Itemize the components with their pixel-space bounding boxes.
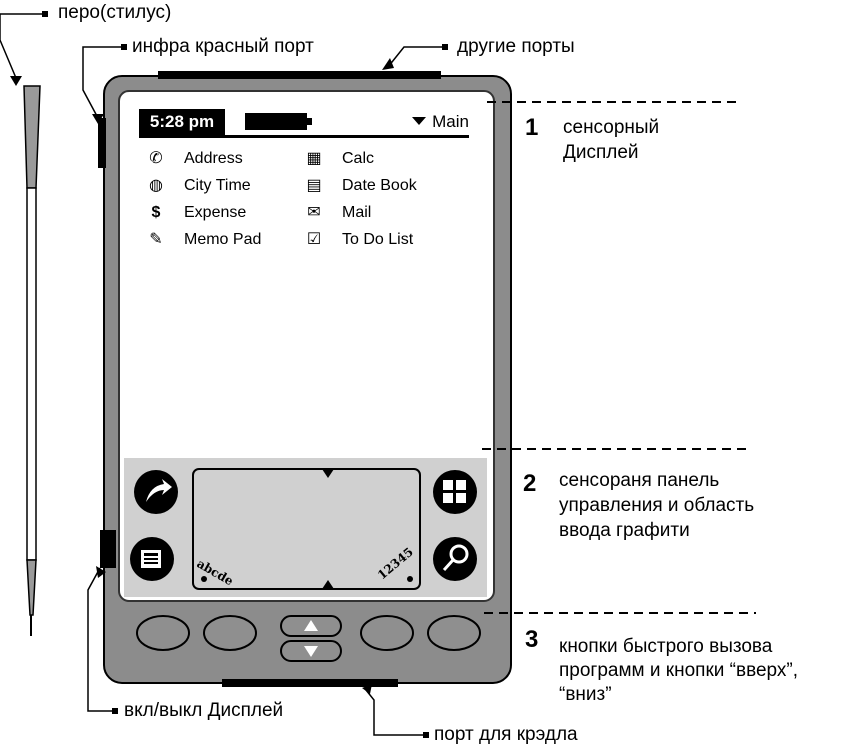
- section-1-line-2: Дисплей: [563, 142, 639, 163]
- datebook-icon: ▤: [306, 177, 322, 194]
- home-icon[interactable]: [134, 470, 178, 514]
- stylus: [23, 85, 41, 636]
- graffiti-area[interactable]: [192, 468, 421, 590]
- section-2-line-1: сенсораня панель: [559, 470, 720, 491]
- section-2-line-2: управления и область: [559, 495, 755, 516]
- scroll-up-button[interactable]: [280, 615, 342, 637]
- title-bar: 5:28 pm Main: [139, 109, 469, 138]
- find-icon[interactable]: [433, 537, 477, 581]
- app-button-3[interactable]: [360, 615, 414, 651]
- label-cradle-port: порт для крэдла: [434, 724, 578, 745]
- label-power: вкл/выкл Дисплей: [124, 700, 284, 721]
- app-memo-pad[interactable]: ✎Memo Pad: [146, 228, 261, 252]
- app-button-2[interactable]: [203, 615, 257, 651]
- label-stylus: перо(стилус): [58, 2, 172, 23]
- category-picker[interactable]: Main: [412, 109, 469, 135]
- phone-icon: ✆: [149, 150, 163, 167]
- app-expense[interactable]: $Expense: [146, 201, 247, 225]
- clock: 5:28 pm: [139, 109, 225, 135]
- scroll-down-button[interactable]: [280, 640, 342, 662]
- cradle-port: [222, 679, 398, 687]
- section-3-line-1: кнопки быстрого вызова: [559, 636, 773, 657]
- app-calc[interactable]: ▦Calc: [304, 147, 374, 171]
- battery-icon: [245, 113, 312, 130]
- mail-icon: ✉: [307, 204, 321, 221]
- power-button: [100, 530, 116, 568]
- section-1-number: 1: [525, 114, 539, 141]
- section-2-number: 2: [523, 470, 537, 497]
- ir-port: [98, 118, 106, 168]
- section-3-number: 3: [525, 626, 539, 653]
- calc-button-icon[interactable]: [433, 470, 477, 514]
- top-ports: [158, 71, 441, 79]
- checkbox-icon: ☑: [306, 231, 322, 248]
- dropdown-triangle-icon: [412, 117, 427, 125]
- app-button-1[interactable]: [136, 615, 190, 651]
- menu-icon[interactable]: [130, 537, 174, 581]
- app-button-4[interactable]: [427, 615, 481, 651]
- app-to-do-list[interactable]: ☑To Do List: [304, 228, 413, 252]
- section-3-line-2: программ и кнопки “вверх”,: [559, 660, 798, 681]
- memo-icon: ✎: [149, 231, 163, 248]
- globe-icon: ◍: [149, 177, 163, 194]
- label-other-ports: другие порты: [457, 36, 575, 57]
- section-1-line-1: сенсорный: [563, 117, 660, 138]
- app-city-time[interactable]: ◍City Time: [146, 174, 251, 198]
- section-3-line-3: “вниз”: [559, 684, 612, 705]
- dollar-icon: $: [151, 204, 161, 221]
- label-ir-port: инфра красный порт: [132, 36, 314, 57]
- app-date-book[interactable]: ▤Date Book: [304, 174, 416, 198]
- section-2-line-3: ввода графити: [559, 520, 690, 541]
- app-address[interactable]: ✆Address: [146, 147, 242, 171]
- app-mail[interactable]: ✉Mail: [304, 201, 371, 225]
- calculator-icon: ▦: [306, 150, 322, 167]
